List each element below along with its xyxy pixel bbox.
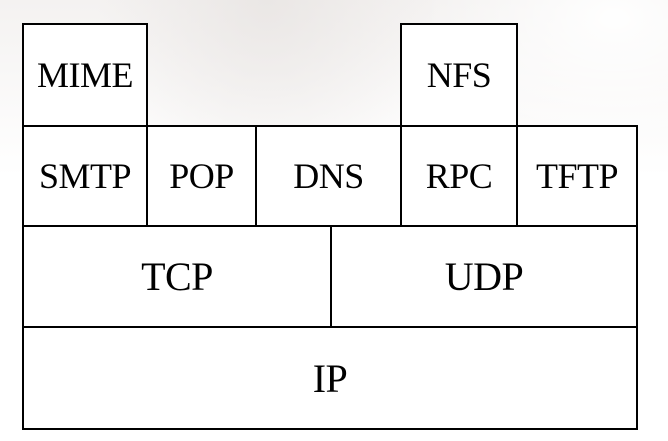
smtp-label: SMTP — [38, 156, 132, 196]
nfs-label: NFS — [426, 55, 492, 95]
dns-label: DNS — [293, 156, 364, 196]
rpc-label: RPC — [425, 156, 493, 196]
tftp-label: TFTP — [535, 156, 619, 196]
smtp-box: SMTP — [22, 125, 148, 227]
tcp-box: TCP — [22, 225, 332, 328]
tftp-box: TFTP — [516, 125, 638, 227]
tcp-label: TCP — [141, 254, 213, 299]
dns-box: DNS — [255, 125, 402, 227]
udp-box: UDP — [330, 225, 638, 328]
mime-box: MIME — [22, 23, 148, 127]
ip-label: IP — [312, 355, 348, 401]
nfs-box: NFS — [400, 23, 518, 127]
pop-label: POP — [169, 156, 234, 196]
pop-box: POP — [146, 125, 257, 227]
udp-label: UDP — [444, 254, 524, 299]
ip-box: IP — [22, 326, 638, 430]
mime-label: MIME — [37, 55, 134, 95]
rpc-box: RPC — [400, 125, 518, 227]
